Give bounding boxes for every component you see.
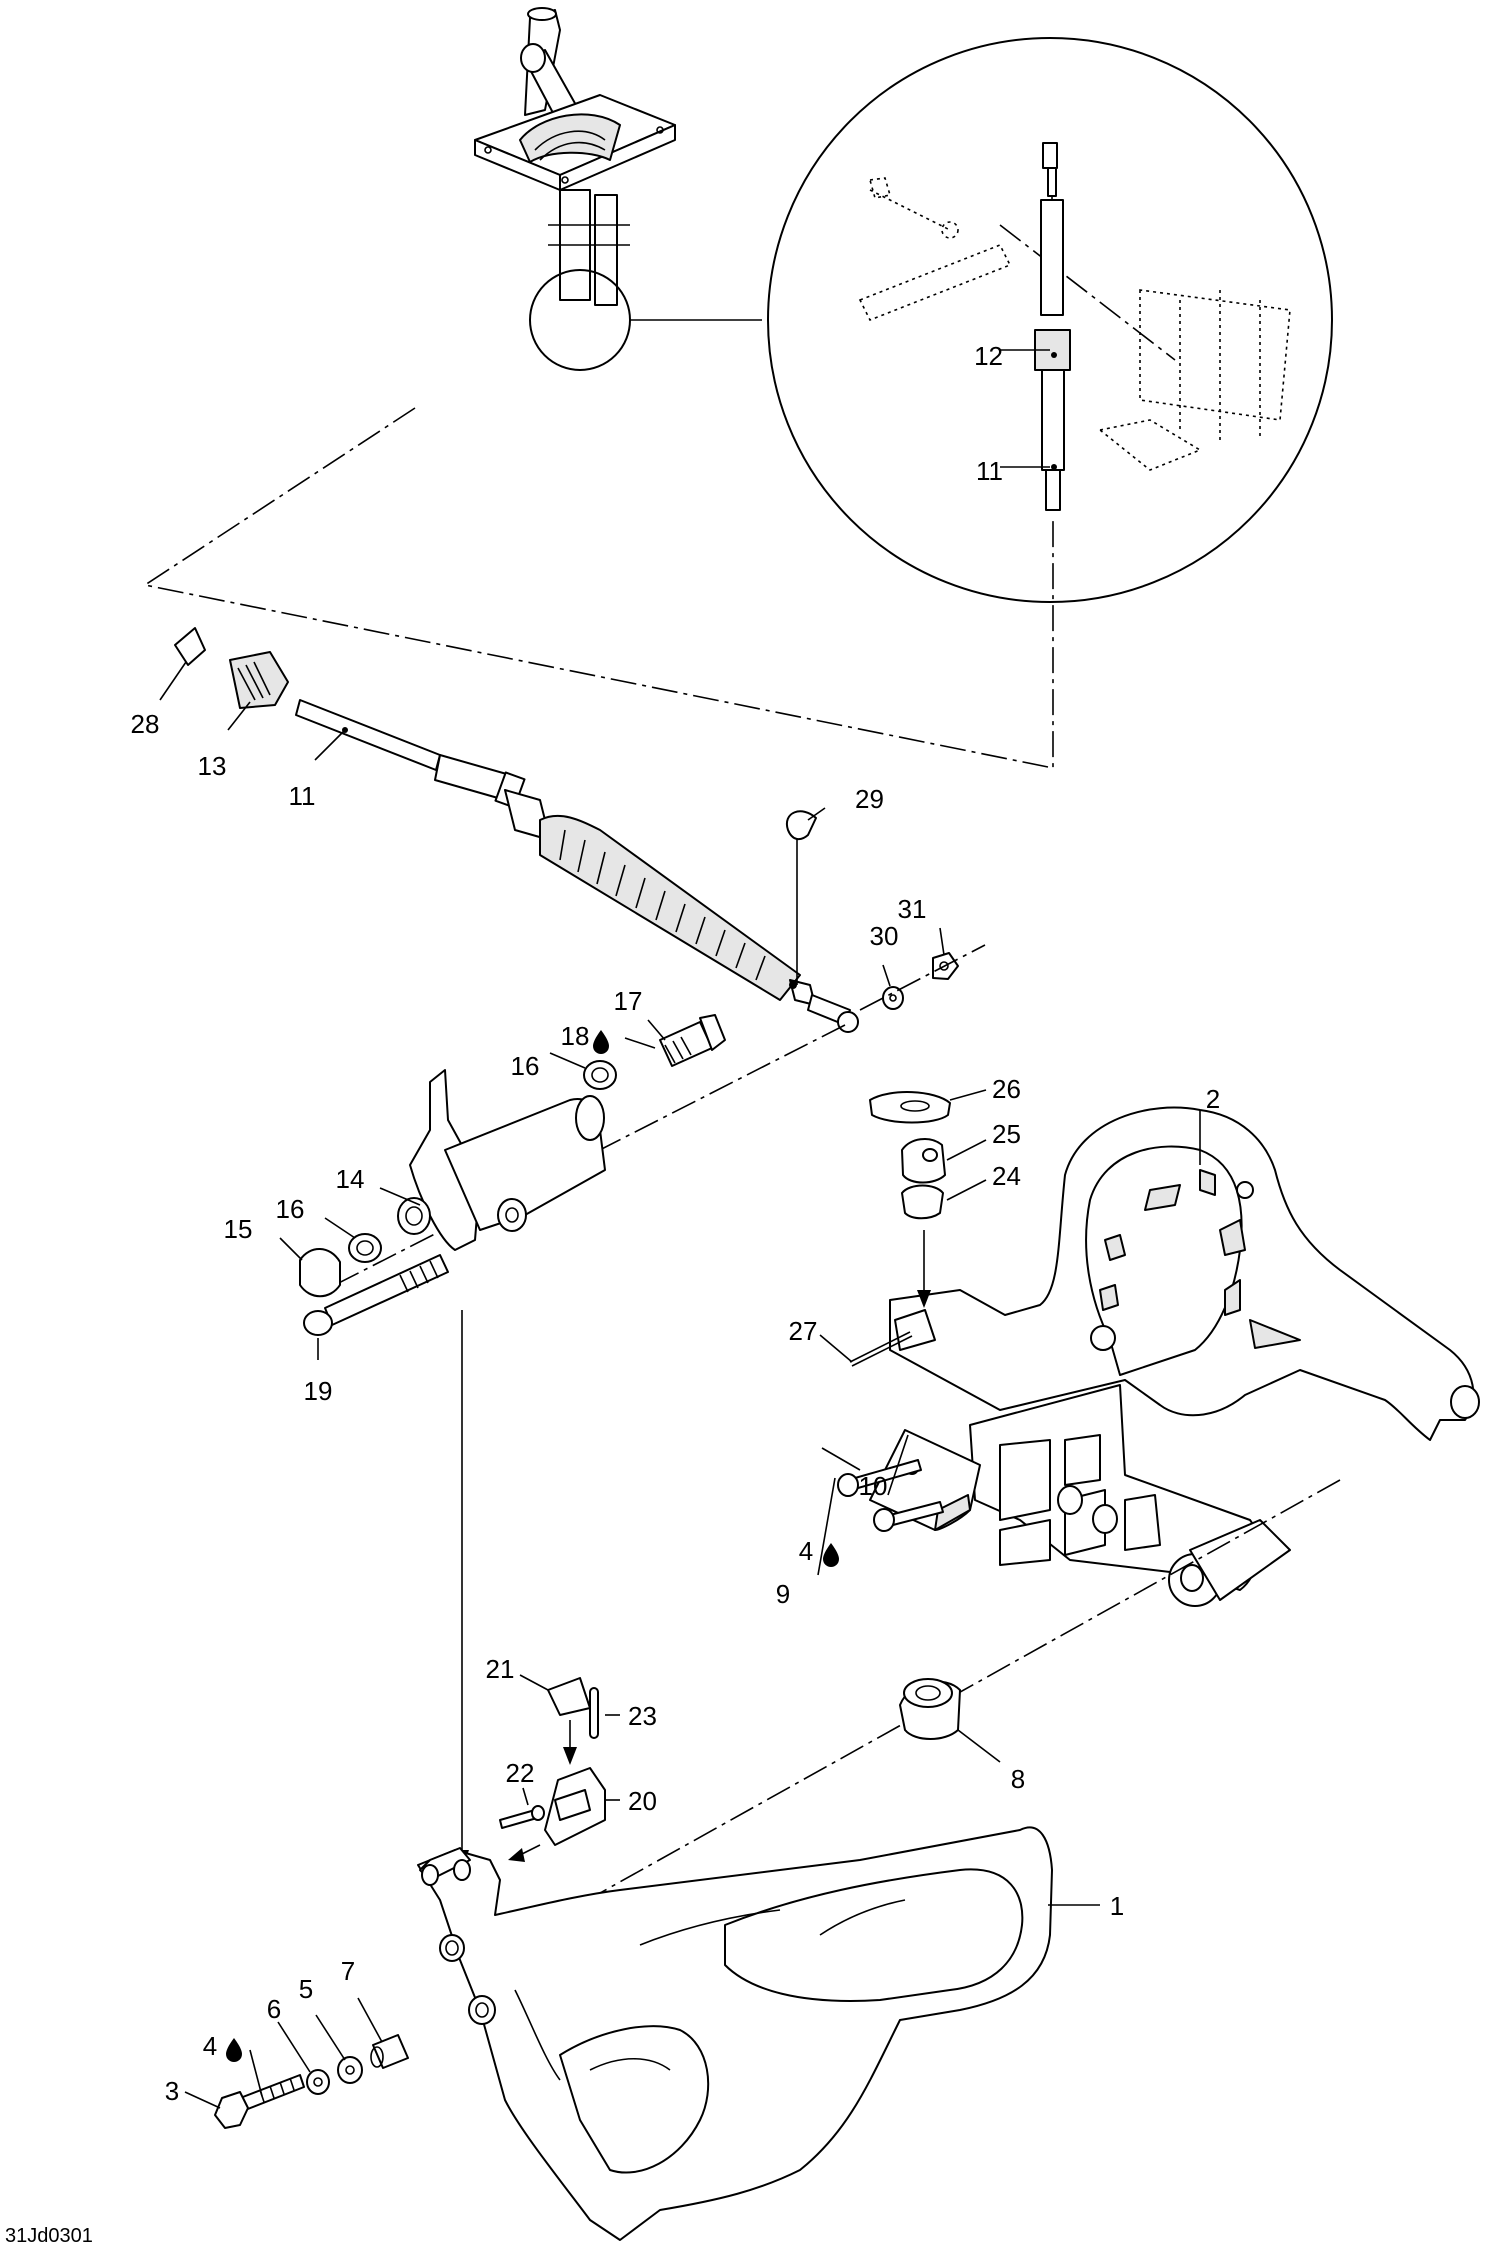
shift-lever-assembly [474, 7, 676, 371]
callout-17: 17 [614, 986, 643, 1016]
callout-13: 13 [198, 751, 227, 781]
callout-23: 23 [628, 1701, 657, 1731]
callout-27: 27 [789, 1316, 818, 1346]
callout-labels: 12 11 28 13 11 29 30 31 17 18 16 14 16 1… [131, 341, 1221, 2106]
callout-9: 9 [776, 1579, 790, 1609]
part-16-bushing-upper [583, 1060, 617, 1090]
callout-28: 28 [131, 709, 160, 739]
part-9-screws [837, 1459, 944, 1532]
callout-8: 8 [1011, 1764, 1025, 1794]
callout-11-detail: 11 [976, 456, 1003, 486]
part-22-screw [499, 1805, 545, 1829]
drawing-code: 31Jd0301 [5, 2225, 93, 2247]
callout-4-upper: 4 [799, 1536, 813, 1566]
part-23-pin [589, 1687, 599, 1739]
detail-magnifier-circle-large [767, 37, 1333, 603]
assembly-arrow-21 [563, 1720, 577, 1765]
alignment-line-pivot [479, 1479, 1341, 1961]
part-17-bolt [659, 1014, 726, 1067]
callout-12: 12 [974, 341, 1003, 371]
part-21-clip [547, 1677, 591, 1716]
detail-view [767, 37, 1333, 603]
alignment-line-lever [324, 1024, 846, 1291]
assembly-arrow-down [455, 1310, 469, 1870]
part-24-bushing [901, 1184, 944, 1220]
shift-cable [174, 627, 859, 1033]
assembly-arrow-bracket [917, 1230, 931, 1308]
part-27-pin [849, 1331, 913, 1367]
part-16-bushing-lower [348, 1233, 382, 1263]
part-15-knob [299, 1248, 341, 1298]
callout-1: 1 [1110, 1891, 1124, 1921]
assembly-arrow-20 [508, 1844, 541, 1862]
callout-7: 7 [341, 1956, 355, 1986]
callout-21: 21 [486, 1654, 515, 1684]
part-1-housing [417, 1826, 1053, 2241]
callout-30: 30 [870, 921, 899, 951]
callout-16-lower: 16 [276, 1194, 305, 1224]
callout-29: 29 [855, 784, 884, 814]
part-29-clip [785, 810, 817, 841]
part-19-pin [303, 1254, 449, 1336]
callout-2: 2 [1206, 1084, 1220, 1114]
callout-19: 19 [304, 1376, 333, 1406]
callout-4-lower: 4 [203, 2031, 217, 2061]
part-26-collar [869, 1091, 951, 1124]
leader-lines [159, 349, 1201, 2109]
callout-6: 6 [267, 1994, 281, 2024]
callout-5: 5 [299, 1974, 313, 2004]
callout-10: 10 [859, 1471, 888, 1501]
callout-3: 3 [165, 2076, 179, 2106]
lubricant-drop-icon-4-upper [823, 1543, 839, 1567]
lubricant-drop-icon-4-lower [226, 2038, 242, 2062]
callout-15: 15 [224, 1214, 253, 1244]
callout-14: 14 [336, 1164, 365, 1194]
shift-lever-arm [397, 1069, 606, 1251]
callout-31: 31 [898, 894, 927, 924]
callout-25: 25 [992, 1119, 1021, 1149]
alignment-line-cable [142, 407, 1054, 769]
callout-11: 11 [289, 781, 316, 811]
part-30-washer [882, 986, 904, 1010]
callout-24: 24 [992, 1161, 1021, 1191]
callout-20: 20 [628, 1786, 657, 1816]
part-7-spacer [372, 2034, 409, 2069]
part-5-washer [337, 2056, 363, 2084]
callout-22: 22 [506, 1758, 535, 1788]
part-3-bolt [214, 2074, 305, 2129]
part-2-bracket [889, 1106, 1480, 1607]
callout-16-upper: 16 [511, 1051, 540, 1081]
part-8-bushing [899, 1678, 961, 1740]
lubricant-drop-icon-18 [593, 1030, 609, 1054]
part-6-washer [306, 2069, 330, 2095]
callout-26: 26 [992, 1074, 1021, 1104]
part-25-block [901, 1138, 946, 1184]
callout-18: 18 [561, 1021, 590, 1051]
part-20-block [544, 1767, 606, 1846]
